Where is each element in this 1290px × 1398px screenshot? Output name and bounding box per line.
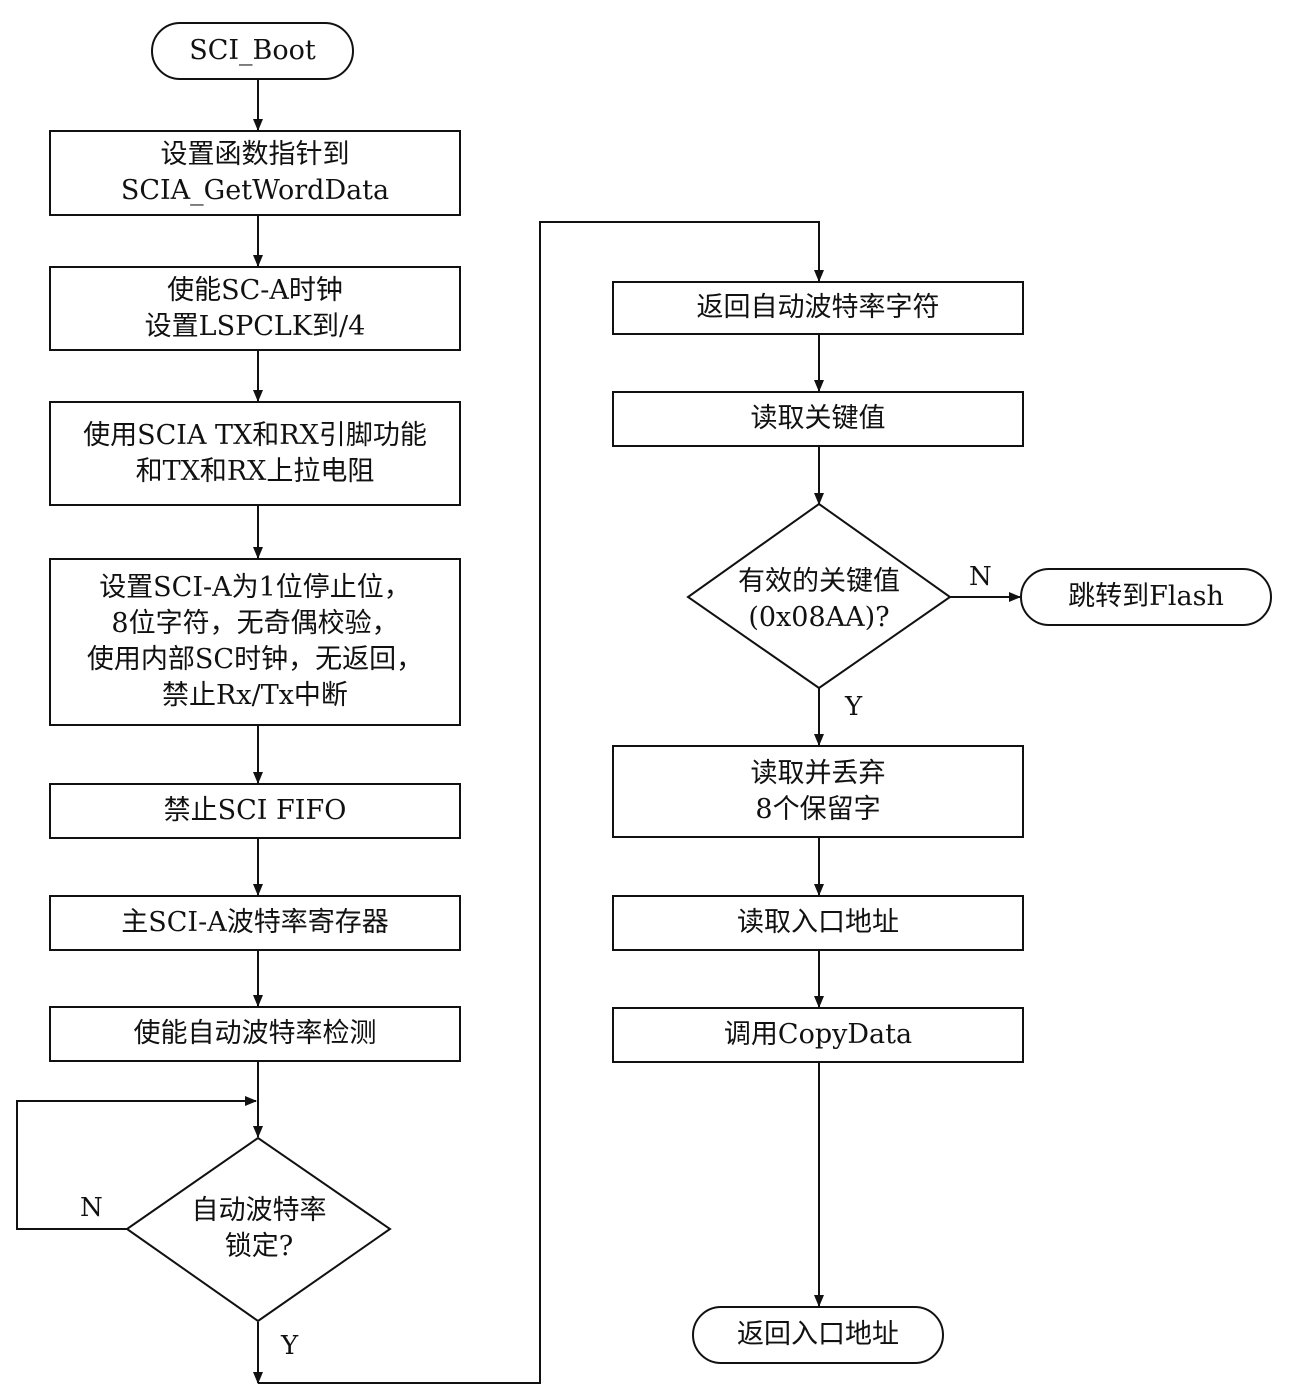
enable-pins-line-2: 和TX和RX上拉电阻 bbox=[135, 455, 375, 487]
autobaud-locked-line-2: 锁定? bbox=[224, 1231, 294, 1262]
arrow-autobaud-no-loop bbox=[16, 1096, 257, 1230]
process-set-func-ptr: 设置函数指针到 SCIA_GetWordData bbox=[49, 130, 461, 216]
enable-clock-line-2: 设置LSPCLK到/4 bbox=[144, 310, 366, 342]
process-enable-pins: 使用SCIA TX和RX引脚功能 和TX和RX上拉电阻 bbox=[49, 401, 461, 506]
process-return-autobaud-char: 返回自动波特率字符 bbox=[612, 281, 1024, 335]
connector-to-right-column bbox=[258, 221, 824, 1384]
read-entry-text: 读取入口地址 bbox=[737, 907, 899, 938]
process-enable-autobaud: 使能自动波特率检测 bbox=[49, 1006, 461, 1062]
decision-autobaud-locked: 自动波特率 锁定? bbox=[147, 1188, 371, 1270]
return-entry-text: 返回入口地址 bbox=[737, 1319, 899, 1350]
label-key-yes: Y bbox=[845, 692, 863, 722]
process-read-reserved: 读取并丢弃 8个保留字 bbox=[612, 745, 1024, 838]
return-autobaud-char-text: 返回自动波特率字符 bbox=[696, 292, 940, 323]
jump-flash-text: 跳转到Flash bbox=[1068, 581, 1224, 612]
decision-valid-key: 有效的关键值 (0x08AA)? bbox=[700, 560, 938, 640]
enable-pins-line-1: 使用SCIA TX和RX引脚功能 bbox=[83, 419, 427, 451]
read-reserved-line-2: 8个保留字 bbox=[755, 793, 881, 825]
disable-fifo-text: 禁止SCI FIFO bbox=[163, 795, 347, 826]
set-func-ptr-line-2: SCIA_GetWordData bbox=[120, 175, 390, 206]
process-enable-clock: 使能SC-A时钟 设置LSPCLK到/4 bbox=[49, 266, 461, 351]
configure-sci-line-4: 禁止Rx/Tx中断 bbox=[162, 680, 348, 711]
set-func-ptr-line-1: 设置函数指针到 bbox=[160, 139, 350, 170]
configure-sci-line-1: 设置SCI-A为1位停止位， bbox=[99, 572, 411, 603]
baud-register-text: 主SCI-A波特率寄存器 bbox=[121, 907, 389, 938]
configure-sci-line-3: 使用内部SC时钟，无返回， bbox=[86, 644, 424, 675]
call-copydata-text: 调用CopyData bbox=[723, 1019, 913, 1050]
configure-sci-line-2: 8位字符，无奇偶校验， bbox=[111, 608, 399, 639]
decision-valid-key-shape bbox=[686, 502, 952, 690]
read-key-text: 读取关键值 bbox=[750, 403, 886, 434]
return-entry-terminal: 返回入口地址 bbox=[692, 1306, 944, 1364]
process-call-copydata: 调用CopyData bbox=[612, 1007, 1024, 1063]
process-baud-register: 主SCI-A波特率寄存器 bbox=[49, 895, 461, 951]
label-autobaud-no: N bbox=[80, 1193, 103, 1223]
valid-key-line-2: (0x08AA)? bbox=[748, 602, 890, 633]
start-terminal-text: SCI_Boot bbox=[189, 35, 316, 66]
process-disable-fifo: 禁止SCI FIFO bbox=[49, 783, 461, 839]
label-key-no: N bbox=[969, 562, 992, 592]
label-autobaud-yes: Y bbox=[281, 1331, 299, 1361]
start-terminal: SCI_Boot bbox=[151, 22, 354, 80]
process-configure-sci: 设置SCI-A为1位停止位， 8位字符，无奇偶校验， 使用内部SC时钟，无返回，… bbox=[49, 558, 461, 726]
enable-autobaud-text: 使能自动波特率检测 bbox=[133, 1018, 377, 1049]
autobaud-locked-line-1: 自动波特率 bbox=[191, 1195, 327, 1226]
enable-clock-line-1: 使能SC-A时钟 bbox=[167, 274, 343, 306]
process-read-entry: 读取入口地址 bbox=[612, 895, 1024, 951]
process-read-key: 读取关键值 bbox=[612, 391, 1024, 447]
decision-autobaud-locked-shape bbox=[125, 1136, 392, 1323]
jump-flash-terminal: 跳转到Flash bbox=[1020, 568, 1272, 626]
valid-key-line-1: 有效的关键值 bbox=[738, 566, 900, 597]
read-reserved-line-1: 读取并丢弃 bbox=[750, 757, 886, 789]
